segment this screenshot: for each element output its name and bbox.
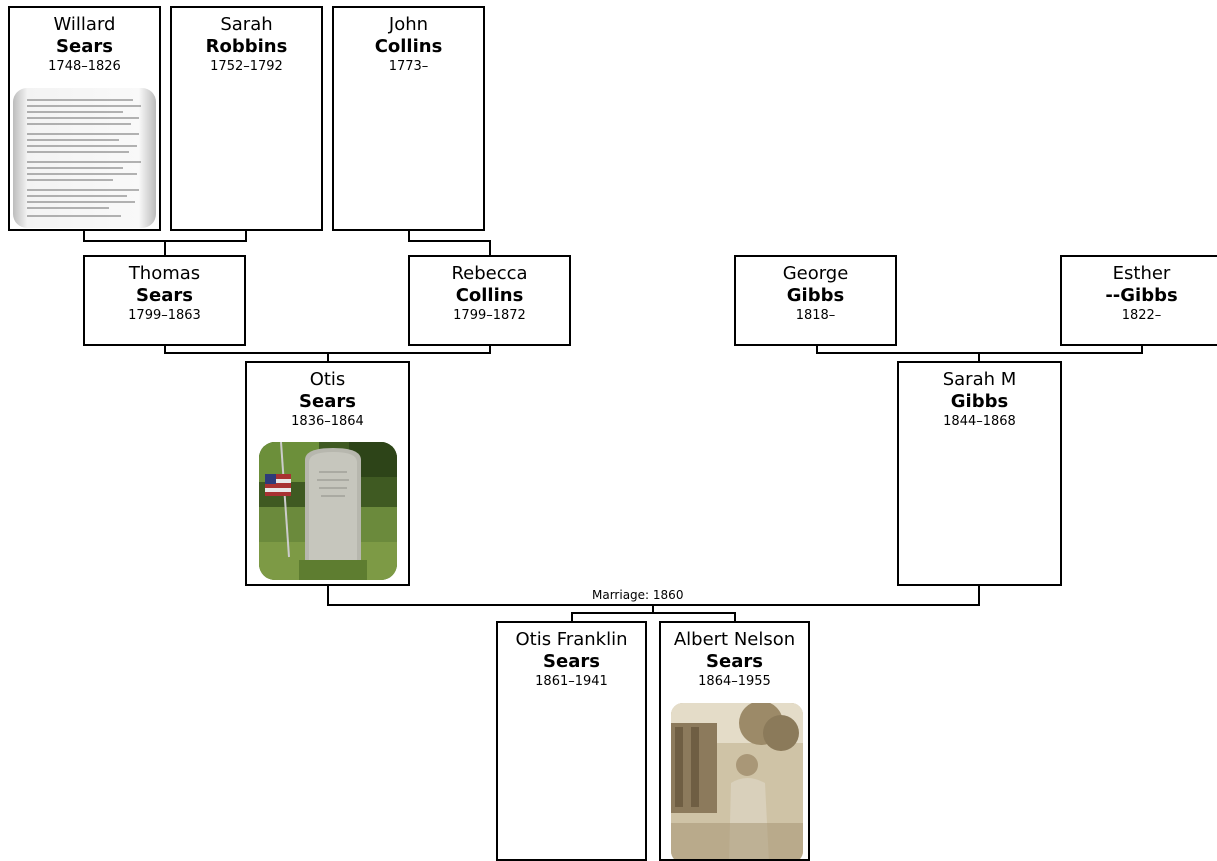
given-name: Sarah: [220, 14, 273, 35]
person-card-sarah-m-gibbs[interactable]: Sarah M Gibbs 1844–1868: [897, 361, 1062, 586]
given-name: Willard: [53, 14, 116, 35]
life-years: 1799–1863: [128, 308, 201, 323]
surname: Gibbs: [786, 285, 845, 306]
surname: Sears: [56, 36, 113, 57]
given-name: George: [782, 263, 849, 284]
connector-line: [489, 344, 491, 354]
given-name: Thomas: [128, 263, 201, 284]
connector-line: [327, 352, 329, 362]
connector-line: [245, 230, 247, 242]
connector-line: [1141, 344, 1143, 354]
person-card-thomas-sears[interactable]: Thomas Sears 1799–1863: [83, 255, 246, 346]
connector-line: [571, 612, 573, 622]
document-photo[interactable]: [13, 88, 156, 228]
life-years: 1752–1792: [210, 59, 283, 74]
person-card-sarah-robbins[interactable]: Sarah Robbins 1752–1792: [170, 6, 323, 231]
person-card-willard-sears[interactable]: Willard Sears 1748–1826: [8, 6, 161, 231]
surname: Sears: [543, 651, 600, 672]
connector-line: [571, 612, 736, 614]
connector-line: [816, 344, 818, 354]
life-years: 1861–1941: [535, 674, 608, 689]
surname: Sears: [136, 285, 193, 306]
life-years: 1864–1955: [698, 674, 771, 689]
given-name: Otis: [309, 369, 346, 390]
life-years: 1773–: [388, 59, 429, 74]
person-card-otis-franklin-sears[interactable]: Otis Franklin Sears 1861–1941: [496, 621, 647, 861]
connector-line: [408, 240, 491, 242]
gravestone-photo[interactable]: [259, 442, 397, 580]
connector-line: [83, 230, 85, 242]
life-years: 1748–1826: [48, 59, 121, 74]
sepia-portrait-image: [671, 703, 803, 859]
connector-line: [327, 584, 329, 606]
given-name: John: [388, 14, 429, 35]
marriage-label: Marriage: 1860: [590, 588, 686, 602]
connector-line: [164, 344, 166, 354]
life-years: 1799–1872: [453, 308, 526, 323]
surname: --Gibbs: [1105, 285, 1178, 306]
gravestone-image: [259, 442, 397, 580]
person-card-otis-sears[interactable]: Otis Sears 1836–1864: [245, 361, 410, 586]
connector-line: [164, 240, 166, 256]
life-years: 1822–: [1121, 308, 1162, 323]
given-name: Albert Nelson: [673, 629, 796, 650]
surname: Collins: [374, 36, 443, 57]
person-card-john-collins[interactable]: John Collins 1773–: [332, 6, 485, 231]
connector-line: [978, 584, 980, 606]
person-card-rebecca-collins[interactable]: Rebecca Collins 1799–1872: [408, 255, 571, 346]
person-card-george-gibbs[interactable]: George Gibbs 1818–: [734, 255, 897, 346]
life-years: 1818–: [795, 308, 836, 323]
life-years: 1836–1864: [291, 414, 364, 429]
given-name: Otis Franklin: [515, 629, 628, 650]
document-text-image: [27, 99, 141, 217]
surname: Sears: [706, 651, 763, 672]
person-card-albert-nelson-sears[interactable]: Albert Nelson Sears 1864–1955: [659, 621, 810, 861]
connector-line: [734, 612, 736, 622]
given-name: Rebecca: [451, 263, 528, 284]
surname: Gibbs: [950, 391, 1009, 412]
surname: Sears: [299, 391, 356, 412]
connector-line: [489, 240, 491, 256]
connector-line: [408, 230, 410, 242]
connector-line: [978, 352, 980, 362]
portrait-photo[interactable]: [671, 703, 803, 859]
life-years: 1844–1868: [943, 414, 1016, 429]
given-name: Sarah M: [942, 369, 1017, 390]
connector-line: [652, 604, 654, 614]
given-name: Esther: [1112, 263, 1171, 284]
surname: Collins: [455, 285, 524, 306]
person-card-esther-gibbs[interactable]: Esther --Gibbs 1822–: [1060, 255, 1217, 346]
surname: Robbins: [205, 36, 288, 57]
